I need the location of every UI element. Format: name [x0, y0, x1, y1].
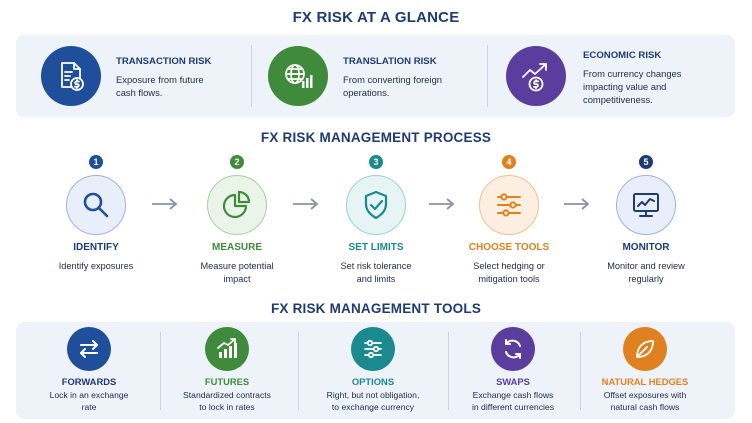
glance-title-transaction: TRANSACTION RISK	[116, 56, 212, 67]
divider	[487, 45, 488, 107]
step-desc-line: Monitor and review	[607, 261, 685, 271]
tool-desc-line: to lock in rates	[199, 402, 255, 412]
divider	[580, 332, 581, 410]
tool-desc-line: Offset exposures with	[603, 390, 687, 400]
glance-desc-transaction: Exposure from future cash flows.	[116, 73, 246, 99]
magnifier-icon	[66, 175, 126, 235]
tool-title-swaps: SWAPS	[496, 376, 530, 387]
tool-title-futures: FUTURES	[204, 376, 250, 387]
trend-coin-icon	[506, 46, 566, 106]
glance-item-transaction: TRANSACTION RISK Exposure from future ca…	[16, 35, 251, 117]
tool-desc-line: Right, but not obligation,	[326, 390, 420, 400]
glance-desc-line: operations.	[343, 87, 390, 98]
tool-desc-line: Standardized contracts	[183, 390, 271, 400]
pie-chart-icon	[207, 175, 267, 235]
tool-desc-swaps: Exchange cash flows in different currenc…	[443, 389, 583, 413]
monitor-chart-icon	[616, 175, 676, 235]
step-desc-line: Measure potential	[200, 261, 274, 271]
tool-desc-line: in different currencies	[471, 402, 554, 412]
step-title-measure: MEASURE	[211, 242, 262, 253]
leaf-icon	[623, 327, 667, 371]
step-desc-line: regularly	[628, 274, 664, 284]
glance-desc-translation: From converting foreign operations.	[343, 73, 478, 99]
step-desc-set-limits: Set risk tolerance and limits	[306, 260, 446, 286]
tools-heading: FX RISK MANAGEMENT TOOLS	[270, 301, 482, 316]
glance-panel: TRANSACTION RISK Exposure from future ca…	[16, 35, 735, 117]
divider	[160, 332, 161, 410]
divider	[298, 332, 299, 410]
tool-title-options: OPTIONS	[351, 376, 395, 387]
globe-chart-icon	[268, 46, 328, 106]
bar-trend-icon	[205, 327, 249, 371]
step-desc-line: impact	[223, 274, 251, 284]
step-number: 1	[89, 155, 103, 169]
glance-item-translation: TRANSLATION RISK From converting foreign…	[252, 35, 487, 117]
step-desc-line: Set risk tolerance	[340, 261, 412, 271]
tool-title-forwards: FORWARDS	[61, 376, 117, 387]
step-title-choose-tools: CHOOSE TOOLS	[468, 242, 550, 253]
swap-cycle-icon	[491, 327, 535, 371]
step-desc-line: Select hedging or	[473, 261, 545, 271]
glance-desc-line: cash flows.	[116, 87, 163, 98]
glance-desc-line: From converting foreign	[343, 74, 443, 85]
step-title-set-limits: SET LIMITS	[348, 242, 404, 253]
divider	[448, 332, 449, 410]
glance-desc-line: competitiveness.	[583, 94, 653, 105]
step-desc-line: mitigation tools	[478, 274, 540, 284]
glance-desc-line: Exposure from future	[116, 74, 204, 85]
tool-desc-options: Right, but not obligation, to exchange c…	[303, 389, 443, 413]
document-dollar-icon	[41, 46, 101, 106]
step-title-monitor: MONITOR	[622, 242, 670, 253]
divider	[251, 45, 252, 107]
glance-item-economic: ECONOMIC RISK From currency changes impa…	[488, 35, 735, 117]
arrow-right-icon	[293, 198, 319, 210]
step-title-identify: IDENTIFY	[73, 242, 119, 253]
step-number: 3	[369, 155, 383, 169]
glance-desc-line: impacting value and	[583, 81, 667, 92]
arrow-right-icon	[429, 198, 455, 210]
exchange-arrows-icon	[67, 327, 111, 371]
glance-heading: FX RISK AT A GLANCE	[292, 9, 460, 26]
glance-desc-line: From currency changes	[583, 68, 682, 79]
arrow-right-icon	[564, 198, 590, 210]
arrow-right-icon	[152, 198, 178, 210]
glance-title-translation: TRANSLATION RISK	[343, 56, 437, 67]
tool-desc-natural-hedges: Offset exposures with natural cash flows	[575, 389, 715, 413]
options-sliders-icon	[351, 327, 395, 371]
step-desc-identify: Identify exposures	[26, 260, 166, 273]
step-desc-line: Identify exposures	[58, 261, 134, 271]
glance-title-economic: ECONOMIC RISK	[583, 50, 662, 61]
step-number: 5	[639, 155, 653, 169]
tool-desc-line: Exchange cash flows	[472, 390, 554, 400]
step-number: 2	[230, 155, 244, 169]
tool-desc-line: Lock in an exchange	[49, 390, 129, 400]
sliders-icon	[479, 175, 539, 235]
process-heading: FX RISK MANAGEMENT PROCESS	[260, 130, 492, 145]
tool-desc-line: to exchange currency	[331, 402, 415, 412]
step-desc-measure: Measure potential impact	[167, 260, 307, 286]
tool-title-natural-hedges: NATURAL HEDGES	[601, 376, 689, 387]
step-desc-monitor: Monitor and review regularly	[576, 260, 716, 286]
tool-desc-line: rate	[81, 402, 97, 412]
step-desc-choose-tools: Select hedging or mitigation tools	[439, 260, 579, 286]
shield-check-icon	[346, 175, 406, 235]
glance-desc-economic: From currency changes impacting value an…	[583, 67, 728, 106]
tool-desc-futures: Standardized contracts to lock in rates	[157, 389, 297, 413]
step-number: 4	[502, 155, 516, 169]
tool-desc-forwards: Lock in an exchange rate	[19, 389, 159, 413]
step-desc-line: and limits	[356, 274, 396, 284]
tool-desc-line: natural cash flows	[610, 402, 680, 412]
